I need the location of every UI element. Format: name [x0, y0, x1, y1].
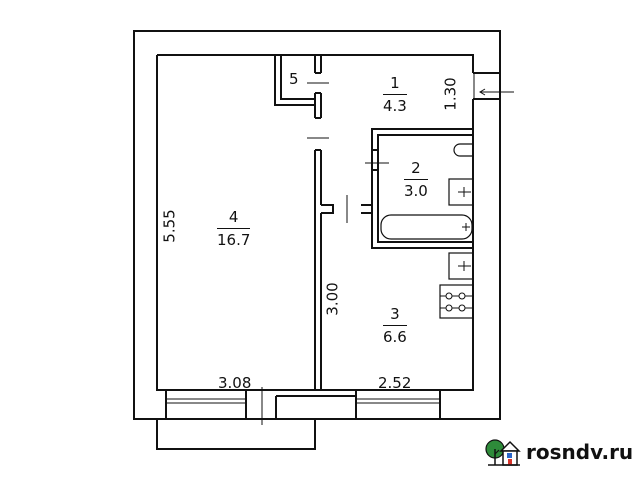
dimension-left-height: 5.55	[160, 209, 179, 243]
watermark-logo: rosndv.ru	[484, 437, 633, 467]
room-1-label: 1 4.3	[383, 74, 407, 115]
room-2-label: 2 3.0	[404, 159, 428, 200]
house-tree-icon	[485, 439, 521, 466]
room-4-label: 4 16.7	[217, 208, 251, 249]
room-5-label: 5	[289, 70, 299, 88]
dimension-kitchen-height: 3.00	[323, 282, 342, 316]
room-3-label: 3 6.6	[383, 305, 407, 346]
dimension-entrance-width: 1.30	[441, 77, 460, 111]
watermark-text: rosndv.ru	[526, 440, 634, 464]
dimension-room4-width: 3.08	[218, 374, 252, 392]
dimension-kitchen-width: 2.52	[378, 374, 412, 392]
